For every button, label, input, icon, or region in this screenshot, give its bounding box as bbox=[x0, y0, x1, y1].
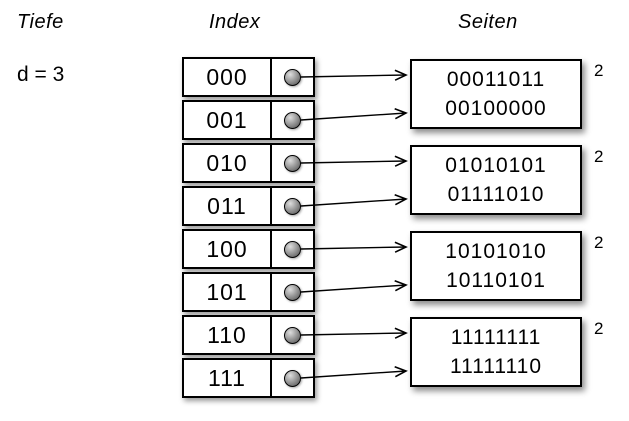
page-box-0: 00011011 00100000 bbox=[410, 59, 582, 129]
pointer-dot-icon bbox=[284, 283, 301, 301]
arrow-from-001-to-page-0 bbox=[300, 107, 408, 121]
pointer-dot-icon bbox=[284, 326, 301, 344]
pointer-dot-icon bbox=[284, 240, 301, 258]
pointer-cell bbox=[272, 360, 313, 396]
pointer-dot-icon bbox=[284, 111, 301, 129]
local-depth-value: 2 bbox=[594, 233, 604, 252]
index-row-011: 011 bbox=[182, 186, 315, 226]
pointer-cell bbox=[272, 188, 313, 224]
page-entry: 11111110 bbox=[449, 355, 543, 378]
index-row-110: 110 bbox=[182, 315, 315, 355]
pointer-dot-icon bbox=[284, 197, 301, 215]
index-key-label: 100 bbox=[184, 231, 272, 267]
page-box-3: 11111111 11111110 bbox=[410, 317, 582, 387]
pointer-dot-icon bbox=[284, 154, 301, 172]
arrow-from-101-to-page-2 bbox=[300, 279, 408, 293]
index-column-title: Index bbox=[209, 11, 261, 33]
page-entry: 01010101 bbox=[445, 154, 547, 177]
index-row-000: 000 bbox=[182, 57, 315, 97]
arrow-from-011-to-page-1 bbox=[300, 193, 408, 207]
page-entry: 10110101 bbox=[446, 269, 546, 292]
page-entry: 01111010 bbox=[447, 183, 545, 206]
index-key-label: 001 bbox=[184, 102, 272, 138]
page-box-2: 10101010 10110101 bbox=[410, 231, 582, 301]
pointer-dot-icon bbox=[284, 369, 301, 387]
page-entry: 00011011 bbox=[446, 68, 546, 91]
pointer-cell bbox=[272, 145, 313, 181]
index-key-label: 010 bbox=[184, 145, 272, 181]
page-entry: 10101010 bbox=[445, 240, 547, 263]
index-key-label: 000 bbox=[184, 59, 272, 95]
index-key-label: 011 bbox=[184, 188, 272, 224]
index-row-100: 100 bbox=[182, 229, 315, 269]
local-depth-value: 2 bbox=[594, 61, 604, 80]
index-key-label: 101 bbox=[184, 274, 272, 310]
arrow-from-111-to-page-3 bbox=[300, 365, 408, 379]
pointer-cell bbox=[272, 102, 313, 138]
local-depth-value: 2 bbox=[594, 147, 604, 166]
page-entry: 11111111 bbox=[450, 326, 542, 349]
pages-column-title: Seiten bbox=[458, 11, 518, 33]
index-key-label: 111 bbox=[184, 360, 272, 396]
arrow-from-100-to-page-2 bbox=[300, 241, 408, 253]
index-row-010: 010 bbox=[182, 143, 315, 183]
index-row-111: 111 bbox=[182, 358, 315, 398]
arrow-from-010-to-page-1 bbox=[300, 155, 408, 167]
pointer-cell bbox=[272, 231, 313, 267]
pointer-cell bbox=[272, 59, 313, 95]
global-depth-value: d = 3 bbox=[17, 63, 65, 86]
index-row-101: 101 bbox=[182, 272, 315, 312]
index-key-label: 110 bbox=[184, 317, 272, 353]
index-row-001: 001 bbox=[182, 100, 315, 140]
arrow-from-110-to-page-3 bbox=[300, 327, 408, 339]
page-entry: 00100000 bbox=[445, 97, 547, 120]
local-depth-value: 2 bbox=[594, 319, 604, 338]
depth-column-title: Tiefe bbox=[17, 11, 64, 33]
pointer-cell bbox=[272, 274, 313, 310]
page-box-1: 01010101 01111010 bbox=[410, 145, 582, 215]
pointer-cell bbox=[272, 317, 313, 353]
pointer-dot-icon bbox=[284, 68, 301, 86]
arrow-from-000-to-page-0 bbox=[300, 69, 408, 81]
